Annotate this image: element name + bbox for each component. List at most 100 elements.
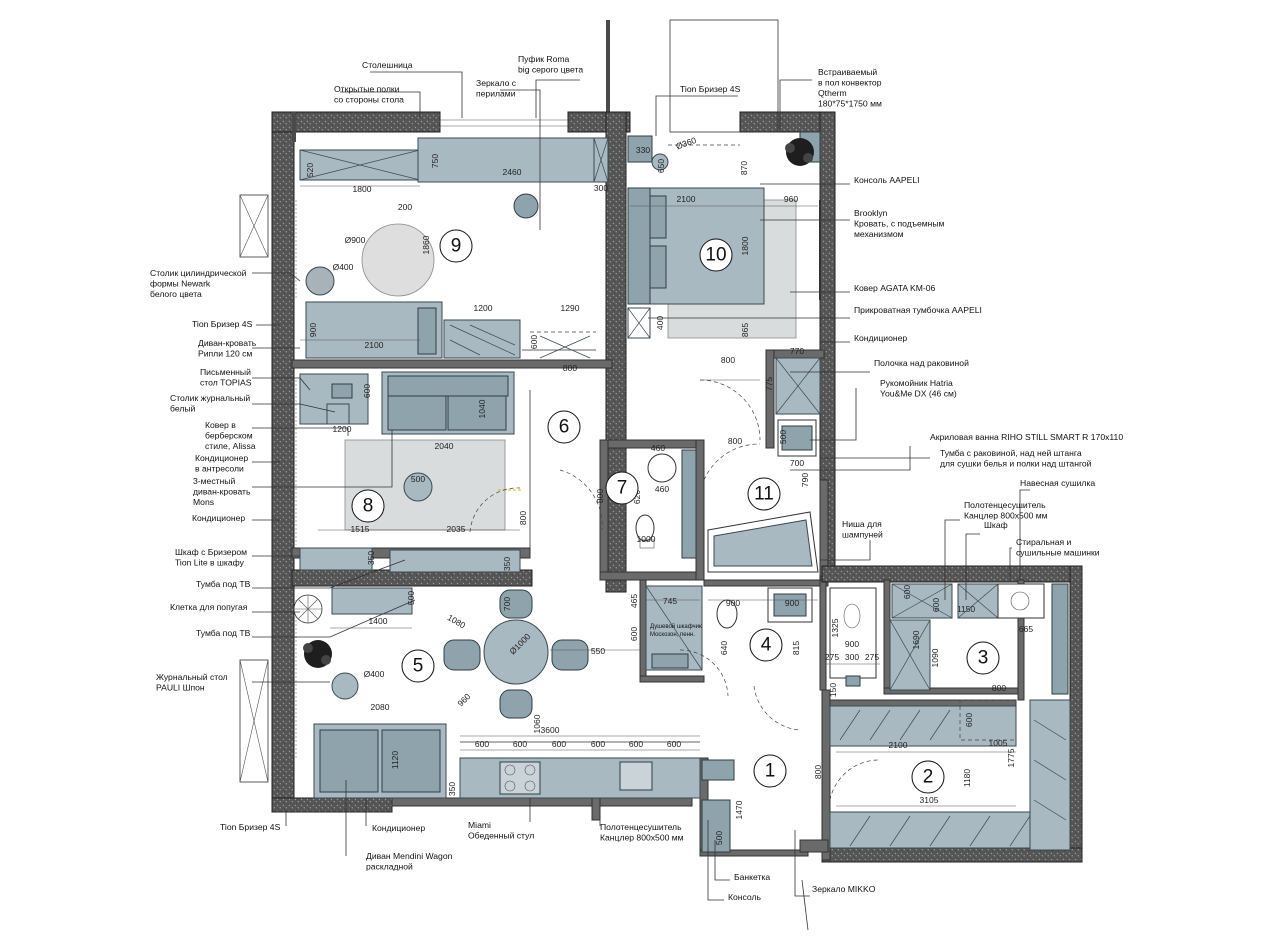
dimension-label: 1775	[1006, 748, 1016, 767]
room-number-9: 9	[439, 229, 473, 263]
dimension-label: 350	[366, 551, 376, 565]
dimension-label: 500	[778, 430, 788, 444]
dimension-lines	[300, 181, 1016, 807]
dimension-label: 300	[594, 183, 608, 193]
dimension-label: 600	[529, 335, 539, 349]
dimension-label: 1040	[477, 399, 487, 418]
dimension-label: 1150	[957, 604, 976, 614]
dimension-label: 275	[825, 652, 839, 662]
dimension-label: 1005	[989, 738, 1008, 748]
room-number-circle	[351, 489, 385, 523]
dimension-label: 800	[518, 511, 528, 525]
dimension-label: 2080	[371, 702, 390, 712]
dimension-label: 800	[813, 765, 823, 779]
dimension-label: 350	[447, 782, 457, 796]
dimension-label: 600	[513, 739, 527, 749]
plant-icon-bedroom	[785, 138, 814, 166]
dimension-label: 400	[655, 316, 665, 330]
dimension-label: 1470	[734, 800, 744, 819]
room-number-text: 8	[363, 496, 374, 517]
room-number-circle	[401, 649, 435, 683]
dimension-label: 350	[502, 557, 512, 571]
label-tion-top: Tion Бризер 4S	[680, 84, 741, 94]
dimension-label: 870	[739, 161, 749, 175]
dimension-label: 2460	[503, 167, 522, 177]
room-number-circle	[605, 471, 639, 505]
dimension-label: Ø360	[674, 135, 697, 152]
dimension-label: 1800	[353, 184, 372, 194]
dimension-label: 2035	[447, 524, 466, 534]
dimension-label: 800	[992, 683, 1006, 693]
room-number-2: 2	[911, 760, 945, 794]
dimension-label: 3105	[920, 795, 939, 805]
label-tv-stand-1: Тумба под ТВ	[196, 579, 251, 589]
plant-icon-living	[303, 640, 332, 668]
room-8-furniture	[299, 331, 596, 573]
dimension-label: 800	[595, 489, 605, 503]
dimension-label: 1200	[474, 303, 493, 313]
dimension-label: 1060	[532, 714, 542, 733]
label-tion-bottom: Tion Бризер 4S	[220, 822, 281, 832]
label-wardrobe: Шкаф	[984, 520, 1008, 530]
dimension-label: 1080	[446, 612, 468, 630]
dimension-label: 600	[931, 598, 941, 612]
dimension-label: 900	[785, 598, 799, 608]
windows	[239, 119, 568, 783]
dimension-label: 1325	[830, 618, 840, 637]
label-hanging-dryer: Навесная сушилка	[1020, 478, 1095, 488]
dimension-label: 1180	[962, 769, 972, 788]
label-shelf-sink: Полочка над раковиной	[874, 358, 969, 368]
dimension-label: 815	[791, 641, 801, 655]
dimension-label: 600	[629, 739, 643, 749]
dimension-label: 900	[726, 598, 740, 608]
shower-cabinet-label-2: Москозон, пенн.	[650, 632, 695, 638]
dimension-label: 520	[305, 163, 315, 177]
shower-cabinet-label-1: Душевой шкафчик	[650, 623, 702, 630]
dimension-label: 1400	[369, 616, 388, 626]
room-9-furniture	[299, 137, 609, 359]
room-number-1: 1	[753, 754, 787, 788]
dimension-label: 900	[308, 323, 318, 337]
room-number-circle	[753, 754, 787, 788]
room-number-text: 7	[617, 478, 628, 499]
dimension-label: 1800	[740, 236, 750, 255]
dimension-label: 600	[591, 739, 605, 749]
dimension-label: 330	[636, 145, 650, 155]
room-number-6: 6	[547, 410, 581, 444]
dimension-label: 465	[629, 594, 639, 608]
dimension-label: 2040	[435, 441, 454, 451]
room-number-text: 10	[705, 245, 726, 266]
room-3-furniture	[889, 583, 1069, 695]
dimension-label: 3600	[541, 725, 560, 735]
dimension-label: 640	[719, 641, 729, 655]
dimension-label: 1290	[561, 303, 580, 313]
room-number-text: 3	[978, 648, 989, 669]
dimension-label: 960	[455, 691, 472, 708]
dimension-label: 500	[411, 474, 425, 484]
room-number-text: 11	[754, 484, 774, 505]
dimension-label: 600	[964, 713, 974, 727]
dimension-label: 1860	[421, 235, 431, 254]
dimension-label: 200	[398, 202, 412, 212]
dimension-label: 460	[655, 484, 669, 494]
room-number-3: 3	[966, 641, 1000, 675]
dimension-label: 600	[362, 384, 372, 398]
dimension-label: Ø900	[345, 235, 366, 245]
label-tion-left-1: Tion Бризер 4S	[192, 319, 253, 329]
label-nightstand-aapeli: Прикроватная тумбочка AAPELI	[854, 305, 982, 315]
room-number-circle	[439, 229, 473, 263]
dimension-label: 700	[502, 597, 512, 611]
